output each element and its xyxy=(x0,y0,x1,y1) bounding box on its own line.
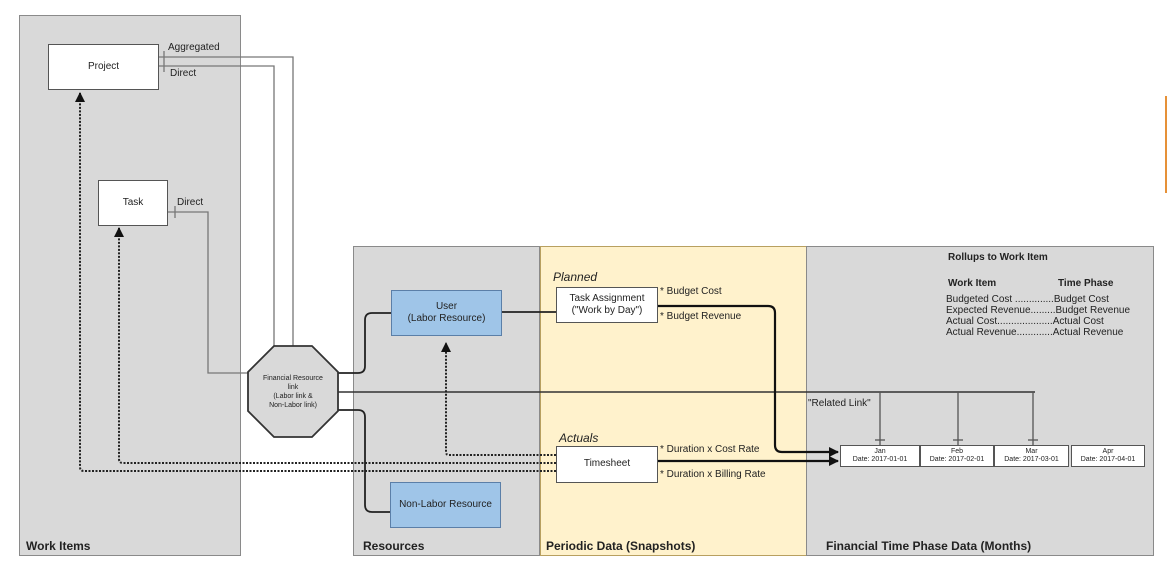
periodic-data-label: Periodic Data (Snapshots) xyxy=(546,539,696,553)
task-direct-label: Direct xyxy=(177,197,204,208)
task-node[interactable]: Task xyxy=(98,180,168,226)
rollup-row: Actual Cost....................Actual Co… xyxy=(946,316,1104,327)
non-labor-resource-node[interactable]: Non-Labor Resource xyxy=(390,482,501,528)
planned-label: Planned xyxy=(553,270,598,284)
rollup-row: Budgeted Cost ..............Budget Cost xyxy=(946,294,1109,305)
duration-billing-rate-label: * Duration x Billing Rate xyxy=(660,469,766,480)
aggregated-label: Aggregated xyxy=(168,42,220,53)
rollups-col-time-phase: Time Phase xyxy=(1058,278,1114,289)
task-assignment-node[interactable]: Task Assignment("Work by Day") xyxy=(556,287,658,323)
actuals-label: Actuals xyxy=(559,431,599,445)
budget-cost-label: * Budget Cost xyxy=(660,286,722,297)
resources-label: Resources xyxy=(363,539,425,553)
project-aggregated-link xyxy=(158,56,294,347)
rollups-title: Rollups to Work Item xyxy=(948,252,1048,263)
project-node[interactable]: Project xyxy=(48,44,159,90)
rollup-row: Actual Revenue.............Actual Revenu… xyxy=(946,327,1124,338)
financial-to-user-link xyxy=(338,312,391,374)
rollups-col-work-item: Work Item xyxy=(948,278,997,289)
timesheet-to-user-link xyxy=(441,342,556,456)
duration-cost-rate-label: * Duration x Cost Rate xyxy=(660,444,760,455)
financial-to-nonlabor-link xyxy=(338,409,391,513)
user-labor-resource-node[interactable]: User(Labor Resource) xyxy=(391,290,502,336)
accent-edge-bar xyxy=(1165,96,1167,193)
financial-time-phase-panel xyxy=(806,246,1154,556)
rollup-row: Expected Revenue.........Budget Revenue xyxy=(946,305,1131,316)
work-items-panel xyxy=(19,15,241,556)
timesheet-to-task-link xyxy=(114,227,556,464)
work-items-label: Work Items xyxy=(26,539,91,553)
related-link-label: "Related Link" xyxy=(808,398,871,409)
task-direct-link xyxy=(167,211,248,374)
project-direct-link xyxy=(158,65,275,347)
rollups-table: Budgeted Cost ..............Budget Cost … xyxy=(946,294,1130,338)
timesheet-node[interactable]: Timesheet xyxy=(556,446,658,483)
task-assignment-to-months-link xyxy=(657,304,839,457)
financial-resource-link-node xyxy=(247,345,339,438)
budget-revenue-label: * Budget Revenue xyxy=(660,311,742,322)
project-direct-label: Direct xyxy=(170,68,197,79)
financial-time-phase-label: Financial Time Phase Data (Months) xyxy=(826,539,1032,553)
financial-resource-link-label: Financial Resource link (Labor link & No… xyxy=(263,375,323,409)
